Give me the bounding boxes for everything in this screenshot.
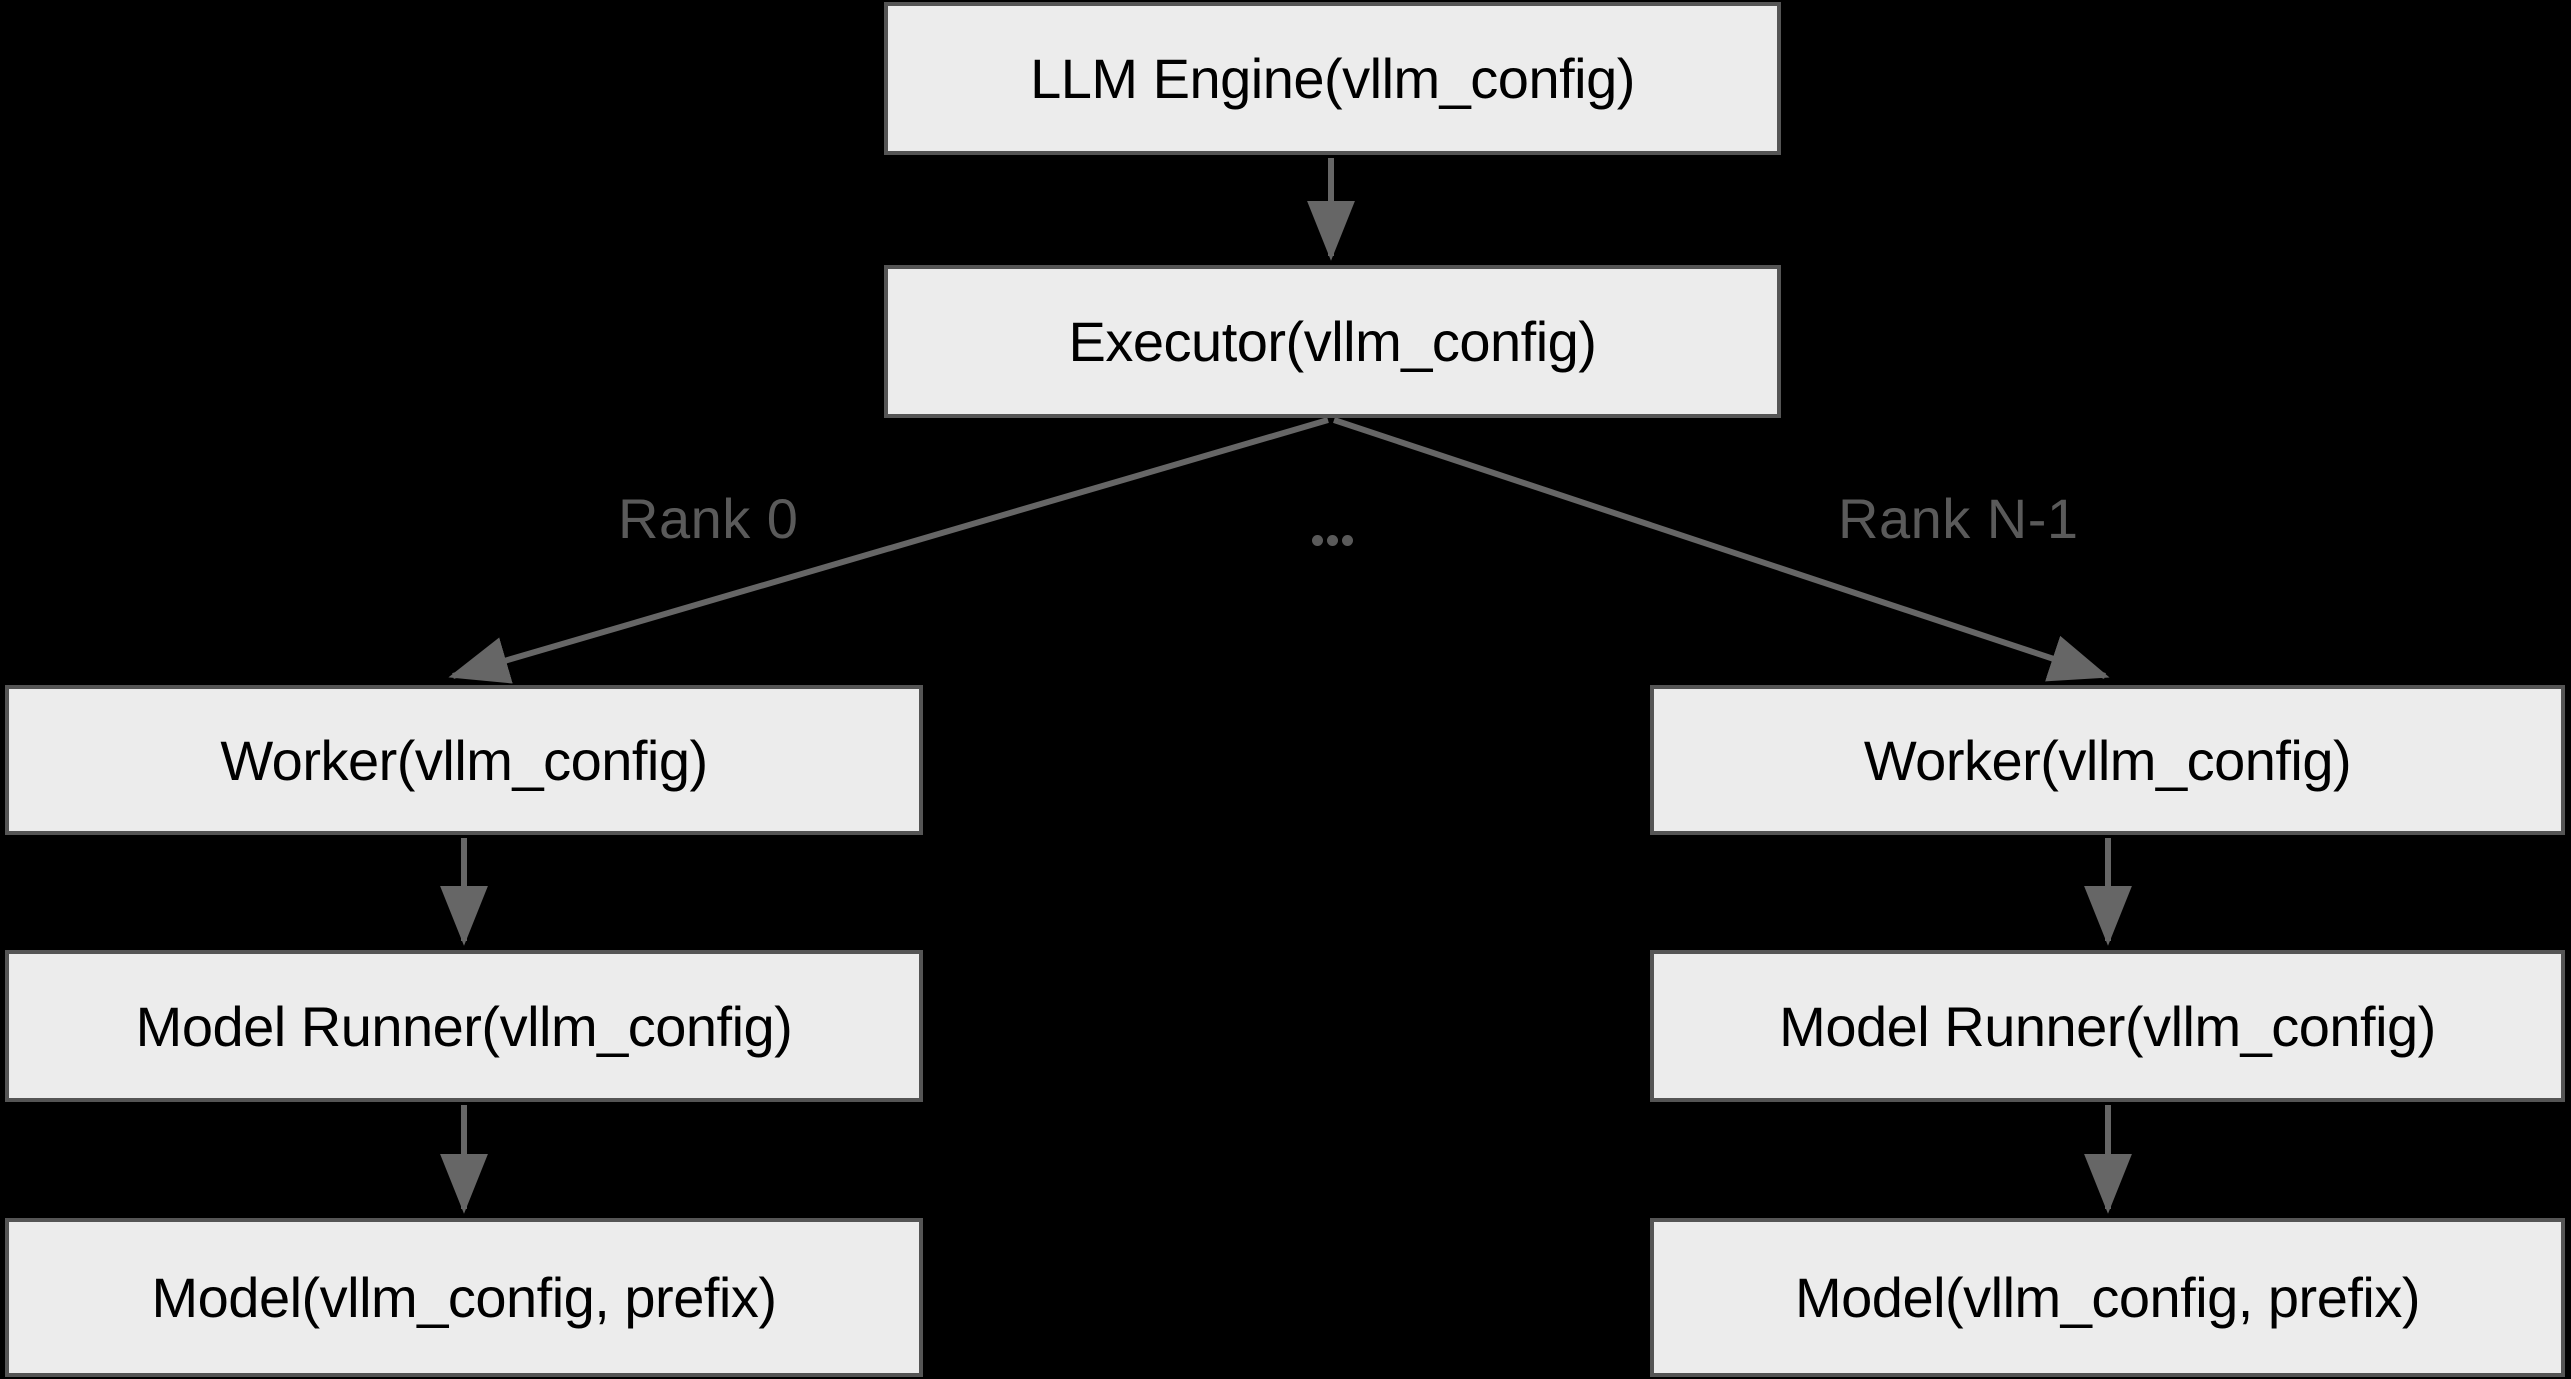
node-worker-rank-0-label: Worker(vllm_config) — [220, 728, 708, 792]
ellipsis-dot-2 — [1327, 534, 1338, 546]
node-model-rank-n[interactable]: Model(vllm_config, prefix) — [1650, 1218, 2565, 1377]
node-worker-rank-0[interactable]: Worker(vllm_config) — [5, 685, 923, 835]
node-executor-label: Executor(vllm_config) — [1068, 310, 1597, 373]
node-model-runner-rank-0[interactable]: Model Runner(vllm_config) — [5, 950, 923, 1102]
node-worker-rank-n[interactable]: Worker(vllm_config) — [1650, 685, 2565, 835]
node-model-runner-rank-0-label: Model Runner(vllm_config) — [135, 994, 793, 1058]
node-worker-rank-n-label: Worker(vllm_config) — [1863, 728, 2352, 792]
edge-label-rank-n-1: Rank N-1 — [1838, 487, 2079, 550]
edge-executor-to-worker-0 — [448, 417, 1329, 684]
ellipsis-dot-3 — [1342, 534, 1353, 546]
node-model-rank-0-label: Model(vllm_config, prefix) — [151, 1266, 777, 1329]
ellipsis-dot-1 — [1312, 534, 1323, 546]
ellipsis-label — [1310, 508, 1355, 564]
node-model-runner-rank-n[interactable]: Model Runner(vllm_config) — [1650, 950, 2565, 1102]
node-model-runner-rank-n-label: Model Runner(vllm_config) — [1779, 994, 2436, 1058]
edge-label-rank-0: Rank 0 — [618, 487, 799, 550]
node-executor[interactable]: Executor(vllm_config) — [884, 265, 1781, 418]
node-model-rank-0[interactable]: Model(vllm_config, prefix) — [5, 1218, 923, 1377]
node-model-rank-n-label: Model(vllm_config, prefix) — [1795, 1266, 2420, 1329]
node-llm-engine-label: LLM Engine(vllm_config) — [1030, 47, 1635, 110]
node-llm-engine[interactable]: LLM Engine(vllm_config) — [884, 2, 1781, 155]
